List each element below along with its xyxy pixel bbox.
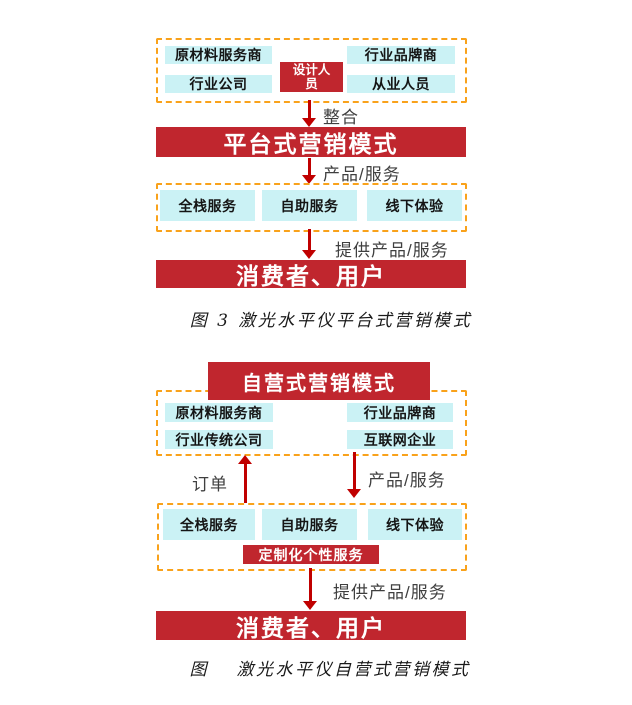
figure1-caption: 图 3 激光水平仪平台式营销模式 [189,311,473,331]
arrow-product-service-down-icon [302,158,316,184]
label-product-service: 产品/服务 [323,165,401,184]
box-raw-material-supplier-2: 原材料服务商 [165,403,273,422]
box-offline-experience-2: 线下体验 [368,509,462,540]
box-customized-service: 定制化个性服务 [243,545,379,564]
figure2-services-frame [157,503,467,571]
box-offline-experience: 线下体验 [367,190,462,221]
box-internet-company: 互联网企业 [347,430,453,449]
figure1-stakeholders-frame [156,38,467,103]
box-self-help-service-2: 自助服务 [262,509,357,540]
banner-platform-model: 平台式营销模式 [156,127,466,157]
box-industry-brand-2: 行业品牌商 [347,403,453,422]
arrow-order-up-icon [238,455,252,503]
label-integrate: 整合 [323,108,359,127]
figure2-caption: 图 激光水平仪自营式营销模式 [189,660,471,680]
arrow-integrate-down-icon [302,100,316,127]
figure1-services-frame [156,183,467,232]
arrow-provide-down-icon-2 [303,568,317,610]
arrow-product-service-down-icon-2 [347,452,361,498]
box-designer: 设计人员 [280,62,343,92]
label-product-service-2: 产品/服务 [368,471,446,490]
box-industry-company: 行业公司 [165,75,272,93]
box-full-stack-service-2: 全栈服务 [163,509,255,540]
box-full-stack-service: 全栈服务 [160,190,255,221]
box-industry-brand: 行业品牌商 [347,46,455,64]
label-order: 订单 [192,475,228,494]
label-provide-product-service: 提供产品/服务 [335,241,449,260]
box-practitioner: 从业人员 [347,75,455,93]
box-self-help-service: 自助服务 [262,190,357,221]
banner-self-operated-model: 自营式营销模式 [208,362,430,400]
box-traditional-company: 行业传统公司 [165,430,273,449]
label-provide-product-service-2: 提供产品/服务 [333,583,447,602]
box-raw-material-supplier: 原材料服务商 [165,46,272,64]
banner-consumers-users-2: 消费者、用户 [156,611,466,641]
arrow-provide-down-icon [302,229,316,259]
banner-consumers-users: 消费者、用户 [156,260,466,289]
